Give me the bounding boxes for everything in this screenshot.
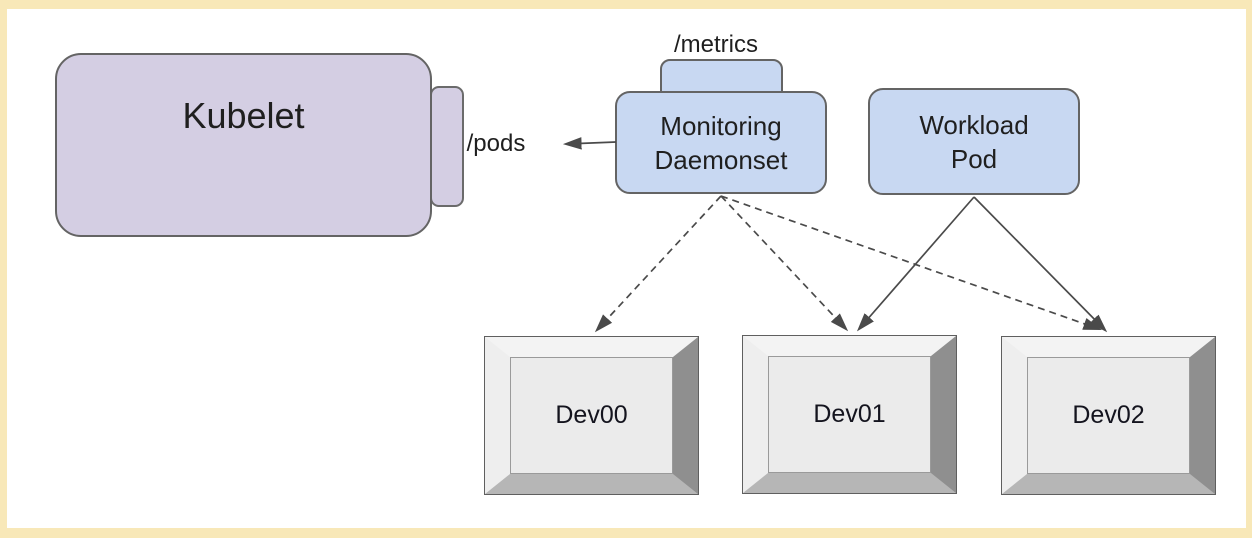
pods-endpoint-label: /pods <box>466 130 526 157</box>
workload-pod-label-line2: Pod <box>950 143 998 174</box>
dev02-face: Dev02 <box>1027 357 1190 474</box>
dev00-label: Dev00 <box>555 401 628 429</box>
dev01-face: Dev01 <box>768 356 931 473</box>
node-workload-pod: Workload Pod <box>868 88 1080 195</box>
node-kubelet: Kubelet <box>55 53 432 237</box>
metrics-endpoint-label: /metrics <box>674 31 758 58</box>
workload-pod-label-line1: Workload <box>919 109 1029 140</box>
dev00-face: Dev00 <box>510 357 673 474</box>
node-monitoring-daemonset: Monitoring Daemonset <box>615 91 827 194</box>
node-dev02: Dev02 <box>1001 336 1216 495</box>
kubelet-label: Kubelet <box>182 95 305 136</box>
dev01-label: Dev01 <box>813 400 886 428</box>
monitoring-daemonset-label-line1: Monitoring <box>660 110 782 141</box>
node-dev00: Dev00 <box>484 336 699 495</box>
monitoring-daemonset-label-line2: Daemonset <box>654 144 788 175</box>
node-dev01: Dev01 <box>742 335 957 494</box>
dev02-label: Dev02 <box>1072 401 1145 429</box>
kubelet-port-shape <box>430 86 464 207</box>
